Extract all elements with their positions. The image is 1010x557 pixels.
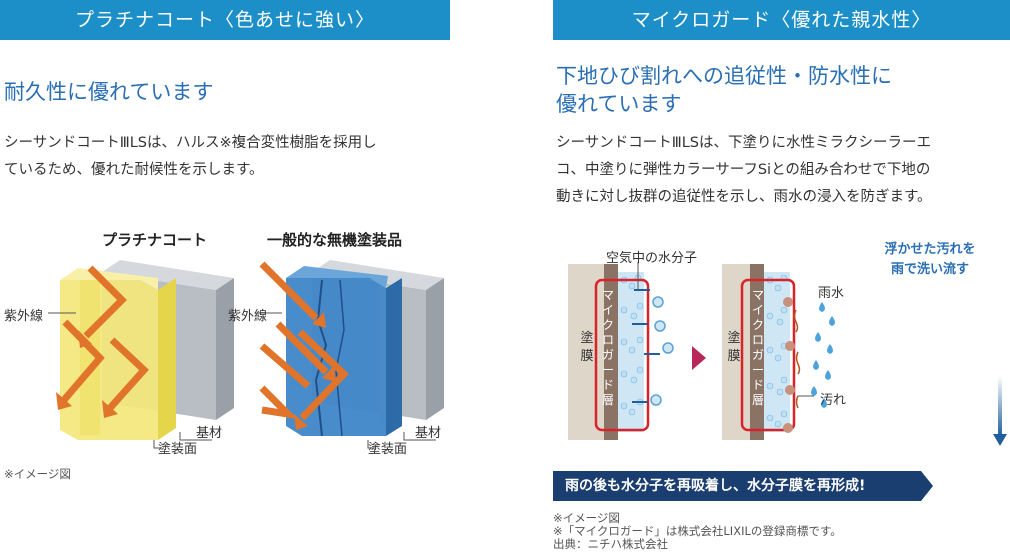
banner-tip-icon xyxy=(921,471,933,501)
micro-guard-layer-label-rain: マイクロガード層 xyxy=(751,288,764,407)
coating-film-panel-dry xyxy=(568,262,674,440)
uv-arrow-icon xyxy=(61,265,149,411)
uv-label-inorganic: 紫外線 xyxy=(228,309,268,324)
transition-arrow-icon xyxy=(692,346,706,370)
right-body-line: コ、中塗りに弾性カラーサーフSiとの組み合わせで下地の xyxy=(556,162,931,178)
coat-surface-label-platinum: 塗装面 xyxy=(158,442,198,457)
wash-hint: 浮かせた汚れを 雨で洗い流す xyxy=(870,240,990,280)
left-body-line: ているため、優れた耐候性を示します。 xyxy=(4,162,264,178)
rain-label: 雨水 xyxy=(818,286,845,301)
wash-hint-line: 雨で洗い流す xyxy=(890,262,969,277)
right-note-line: ※イメージ図 xyxy=(553,511,620,525)
reform-banner: 雨の後も水分子を再吸着し、水分子膜を再形成! xyxy=(553,471,933,501)
right-heading-line: 下地ひび割れへの追従性・防水性に xyxy=(556,64,892,88)
left-body: シーサンドコートⅢLSは、ハルス※複合変性樹脂を採用し ているため、優れた耐候性… xyxy=(4,130,454,184)
raindrop-icon xyxy=(811,302,835,408)
reform-banner-text: 雨の後も水分子を再吸着し、水分子膜を再形成! xyxy=(553,471,921,501)
dirt-label: 汚れ xyxy=(820,393,847,408)
air-water-label: 空気中の水分子 xyxy=(606,251,698,266)
film-label-dry: 塗膜 xyxy=(580,331,594,364)
uv-arrow-head-icon xyxy=(56,330,118,418)
right-body-line: シーサンドコートⅢLSは、下塗りに水性ミラクシーラーエ xyxy=(556,135,931,151)
uv-arrow-icon xyxy=(259,261,349,421)
water-molecule-icon xyxy=(650,296,674,406)
diagram-title-platinum: プラチナコート xyxy=(102,231,208,249)
wash-down-arrow-icon xyxy=(993,376,1007,446)
base-label-platinum: 基材 xyxy=(196,426,223,441)
uv-label-platinum: 紫外線 xyxy=(4,309,44,324)
base-label-inorganic: 基材 xyxy=(415,426,442,441)
dirt-particle-icon xyxy=(783,297,795,433)
right-notes: ※イメージ図 ※「マイクロガード」は株式会社LIXILの登録商標です。 出典：ニ… xyxy=(553,512,842,551)
coat-surface-label-inorganic: 塗装面 xyxy=(368,442,408,457)
right-note-line: 出典：ニチハ株式会社 xyxy=(553,537,668,551)
micro-guard-layer-label-dry: マイクロガード層 xyxy=(601,288,614,407)
platinum-coat-block xyxy=(60,260,234,440)
left-heading: 耐久性に優れています xyxy=(4,80,214,104)
diagram-title-inorganic: 一般的な無機塗装品 xyxy=(267,231,403,249)
left-section-header: プラチナコート〈色あせに強い〉 xyxy=(0,0,450,40)
micro-guard-illustration xyxy=(568,262,1007,446)
right-heading-line: 優れています xyxy=(556,92,682,116)
film-label-rain: 塗膜 xyxy=(727,331,741,364)
left-body-line: シーサンドコートⅢLSは、ハルス※複合変性樹脂を採用し xyxy=(4,135,377,151)
coating-comparison-illustration xyxy=(48,260,444,449)
uv-arrow-head-icon xyxy=(294,312,336,430)
right-body-line: 動きに対し抜群の追従性を示し、雨水の浸入を防ぎます。 xyxy=(556,189,932,205)
left-image-note: ※イメージ図 xyxy=(4,467,71,481)
coating-film-panel-rain xyxy=(722,264,835,440)
right-section-header: マイクロガード〈優れた親水性〉 xyxy=(553,0,1010,40)
right-note-line: ※「マイクロガード」は株式会社LIXILの登録商標です。 xyxy=(553,524,842,538)
right-body: シーサンドコートⅢLSは、下塗りに水性ミラクシーラーエ コ、中塗りに弾性カラーサ… xyxy=(556,130,1010,211)
right-heading: 下地ひび割れへの追従性・防水性に 優れています xyxy=(556,62,892,118)
wash-hint-line: 浮かせた汚れを xyxy=(884,242,976,257)
